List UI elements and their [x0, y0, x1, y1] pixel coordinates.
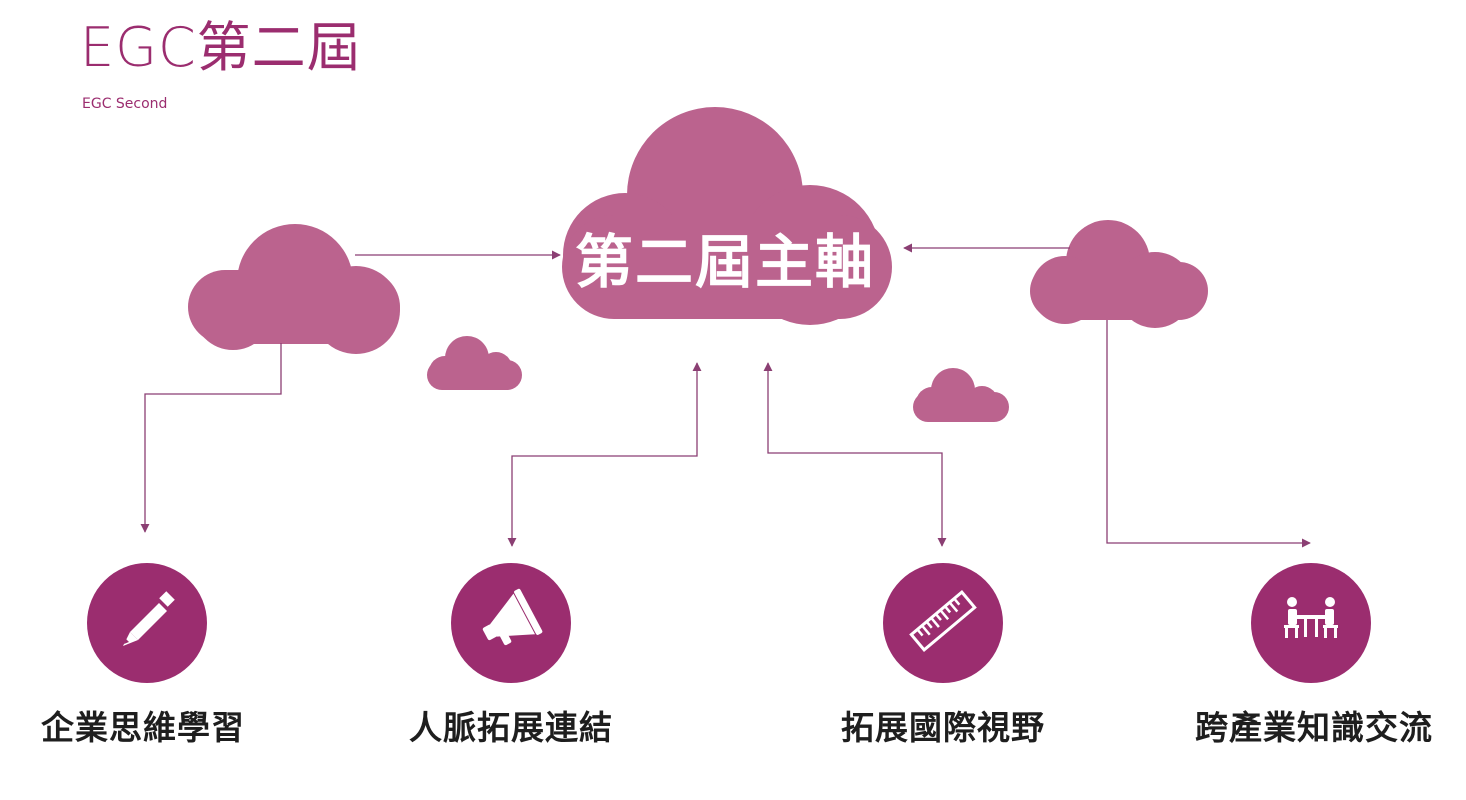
meeting-table-icon — [1278, 588, 1344, 658]
small-cloud — [913, 368, 1009, 422]
node-icon-circle — [87, 563, 207, 683]
pencil-icon — [108, 582, 186, 664]
node-icon-circle — [451, 563, 571, 683]
page-subtitle: EGC Second — [82, 96, 168, 112]
small-cloud — [427, 336, 522, 390]
megaphone-icon — [466, 576, 556, 670]
connector-arrow — [1106, 320, 1311, 548]
node-icon-circle — [1251, 563, 1371, 683]
node-icon-circle — [883, 563, 1003, 683]
connector-arrow — [140, 343, 282, 533]
page-title: EGC第二屆 — [80, 16, 362, 79]
connector-arrow — [763, 362, 947, 547]
node-label: 跨產業知識交流 — [1195, 708, 1433, 747]
right-cloud — [1030, 220, 1208, 328]
node-label: 拓展國際視野 — [841, 708, 1045, 747]
connector-arrow — [507, 362, 702, 547]
ruler-icon — [898, 576, 988, 670]
left-cloud — [188, 224, 400, 354]
node-label: 人脈拓展連結 — [409, 708, 613, 747]
node-label: 企業思維學習 — [41, 708, 245, 747]
hub-label: 第二屆主軸 — [574, 228, 875, 296]
hub-cloud — [562, 107, 892, 325]
